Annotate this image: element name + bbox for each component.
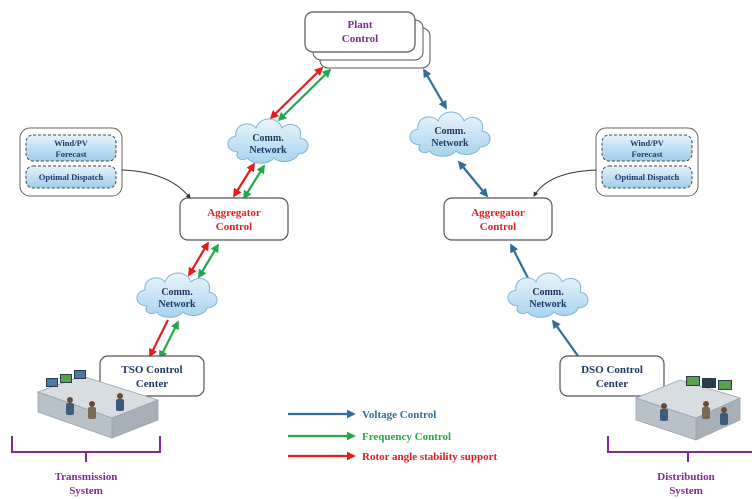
- connector-forecast-aggregator-right: [533, 169, 597, 197]
- tso-label-2: Center: [136, 378, 168, 390]
- aggregator-label-2: Control: [216, 221, 252, 233]
- arrow-voltage-comm-aggregator-right: [457, 160, 489, 198]
- arrow-voltage-plant-comm-right: [423, 68, 447, 110]
- aggregator-control-left: Aggregator Control: [179, 197, 289, 241]
- aggregator-control-right: Aggregator Control: [443, 197, 553, 241]
- dso-label-1: DSO Control: [581, 364, 643, 376]
- comm-network-right-lower: Comm. Network: [507, 272, 589, 318]
- dso-control-center: DSO Control Center: [559, 355, 665, 397]
- control-room-illustration-right: [634, 376, 742, 441]
- aggregator-label-1: Aggregator: [471, 207, 525, 219]
- forecast-panel-right: Wind/PV Forecast Optimal Dispatch: [595, 127, 699, 197]
- dso-label-2: Center: [596, 378, 628, 390]
- optimal-dispatch-label: Optimal Dispatch: [615, 172, 680, 182]
- operator-figure-icon: [660, 401, 728, 425]
- distribution-system-label-1: Distribution: [657, 471, 714, 483]
- comm-network-label-2: Network: [158, 299, 196, 310]
- plant-control-label-2: Control: [342, 33, 378, 45]
- comm-network-left-upper: Comm. Network: [227, 118, 309, 164]
- comm-network-left-lower: Comm. Network: [136, 272, 218, 318]
- comm-network-label-1: Comm.: [434, 126, 466, 137]
- left-upper-arrows: [233, 66, 332, 200]
- tso-label-1: TSO Control: [121, 364, 182, 376]
- arrow-frequency-comm-aggregator-left: [243, 164, 265, 200]
- comm-network-right-upper: Comm. Network: [409, 111, 491, 157]
- comm-network-label-1: Comm.: [532, 287, 564, 298]
- transmission-brace: [11, 436, 161, 462]
- arrow-rotor-aggregator-comm-left: [188, 241, 209, 277]
- legend-rotor-label: Rotor angle stability support: [362, 451, 498, 463]
- operator-figure-icon: [66, 393, 124, 419]
- forecast-panel-left: Wind/PV Forecast Optimal Dispatch: [19, 127, 123, 197]
- left-lower-arrows: [149, 241, 219, 360]
- comm-network-label-2: Network: [431, 138, 469, 149]
- control-room-illustration-left: [36, 370, 160, 439]
- arrow-frequency-tso-comm: [159, 320, 179, 360]
- aggregator-label-2: Control: [480, 221, 516, 233]
- wind-pv-label-2: Forecast: [56, 149, 87, 159]
- wind-pv-label-1: Wind/PV: [630, 138, 665, 148]
- optimal-dispatch-label: Optimal Dispatch: [39, 172, 104, 182]
- comm-network-label-1: Comm.: [161, 287, 193, 298]
- connector-forecast-aggregator-left: [121, 169, 191, 199]
- comm-network-label-2: Network: [529, 299, 567, 310]
- plant-control-box: [304, 11, 416, 53]
- arrow-rotor-tso-comm: [149, 319, 169, 358]
- comm-network-label-2: Network: [249, 145, 287, 156]
- transmission-system-label-1: Transmission: [55, 471, 118, 483]
- legend-frequency-label: Frequency Control: [362, 431, 451, 443]
- plant-control-stack: Plant Control: [304, 11, 431, 69]
- distribution-system-label-2: System: [669, 485, 703, 497]
- aggregator-label-1: Aggregator: [207, 207, 261, 219]
- legend: Voltage Control Frequency Control Rotor …: [288, 409, 498, 463]
- distribution-brace: [607, 436, 752, 462]
- wind-pv-label-1: Wind/PV: [54, 138, 89, 148]
- arrow-voltage-comm-aggregator-lower: [510, 243, 530, 281]
- wind-pv-label-2: Forecast: [632, 149, 663, 159]
- arrow-frequency-plant-comm-left: [277, 68, 332, 122]
- tso-control-center: TSO Control Center: [99, 355, 205, 397]
- arrow-frequency-aggregator-comm-left: [198, 243, 219, 279]
- arrow-rotor-comm-aggregator-left: [233, 162, 255, 198]
- plant-control-label-1: Plant: [347, 19, 372, 31]
- arrow-rotor-plant-comm-left: [269, 66, 324, 120]
- transmission-system-label-2: System: [69, 485, 103, 497]
- legend-voltage-label: Voltage Control: [362, 409, 436, 421]
- arrow-voltage-dso-comm: [551, 319, 579, 357]
- right-arrows: [423, 68, 579, 357]
- comm-network-label-1: Comm.: [252, 133, 284, 144]
